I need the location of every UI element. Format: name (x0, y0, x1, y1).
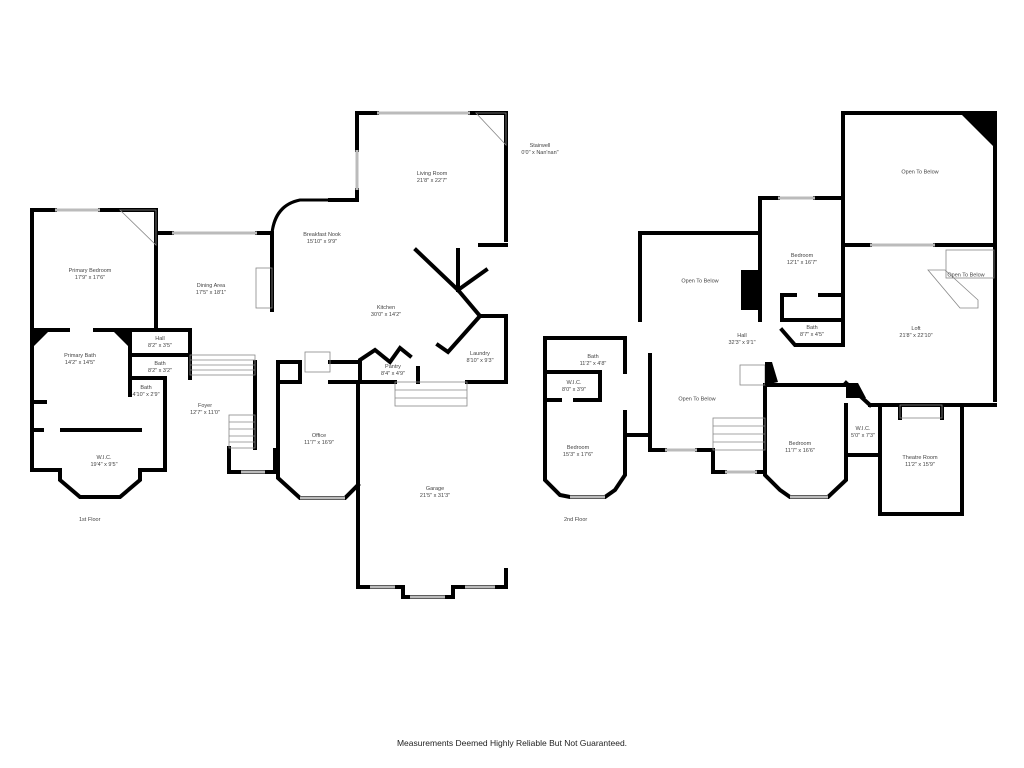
room-label-open-to-below-1: Open To Below (681, 278, 719, 285)
floor-label-1st: 1st Floor (79, 517, 101, 523)
room-label-hall-2: Hall 32'3" x 9'1" (728, 333, 756, 346)
room-label-open-to-below-3: Open To Below (947, 272, 985, 279)
room-label-primary-bedroom: Primary Bedroom 17'9" x 17'6" (68, 268, 112, 281)
room-label-living-room: Living Room 21'8" x 22'7" (416, 171, 448, 184)
room-label-wic-2: W.I.C. 8'0" x 3'9" (561, 380, 587, 393)
room-label-dining-area: Dining Area 17'5" x 18'1" (195, 283, 227, 296)
room-label-bedroom-2: Bedroom 15'3" x 17'6" (562, 445, 594, 458)
room-label-open-to-below-4: Open To Below (678, 396, 716, 403)
room-label-kitchen: Kitchen 30'0" x 14'2" (370, 305, 402, 318)
room-label-bedroom-3: Bedroom 11'7" x 16'6" (785, 441, 815, 454)
room-label-open-to-below-2: Open To Below (901, 169, 939, 176)
room-label-wic: W.I.C. 19'4" x 9'5" (90, 455, 118, 468)
room-label-bath-3: Bath 11'2" x 4'8" (579, 354, 607, 367)
room-label-wic-3: W.I.C. 5'0" x 7'3" (850, 426, 876, 439)
room-label-breakfast-nook: Breakfast Nook 15'10" x 9'9" (303, 232, 341, 245)
floor-label-2nd: 2nd Floor (564, 517, 588, 523)
room-label-primary-bath: Primary Bath 14'2" x 14'5" (64, 353, 96, 366)
room-label-bedroom-1: Bedroom 12'1" x 16'7" (786, 253, 818, 266)
room-label-laundry: Laundry 8'10" x 9'3" (466, 351, 494, 364)
room-label-pantry: Pantry 8'4" x 4'9" (380, 364, 406, 377)
room-label-stairwell: Stairwell 0'0" x Nan'nan" (521, 143, 559, 156)
room-label-loft: Loft 21'8" x 22'10" (899, 326, 933, 339)
room-label-garage: Garage 21'5" x 31'3" (419, 486, 451, 499)
room-label-bath-small: Bath 8'2" x 3'2" (147, 361, 173, 374)
room-label-foyer: Foyer 12'7" x 11'0" (190, 403, 220, 416)
room-label-office: Office 11'7" x 16'9" (304, 433, 334, 446)
room-label-hall: Hall 8'2" x 3'5" (147, 336, 173, 349)
room-label-theatre-room: Theatre Room 11'2" x 15'9" (902, 455, 938, 468)
disclaimer: Measurements Deemed Highly Reliable But … (396, 738, 628, 748)
room-label-bath-2: Bath 8'7" x 4'5" (799, 325, 825, 338)
room-label-bath-half: Bath 4'10" x 2'9" (132, 385, 160, 398)
